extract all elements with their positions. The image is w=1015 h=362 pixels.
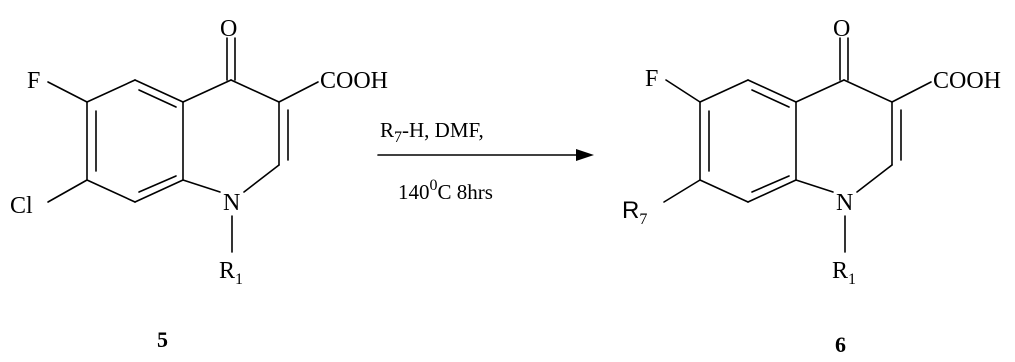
bond	[747, 179, 797, 203]
bond	[182, 79, 232, 103]
bond	[843, 79, 893, 103]
bond	[278, 81, 319, 103]
bond	[856, 164, 893, 193]
bond	[182, 179, 221, 193]
bond	[665, 79, 701, 103]
bond	[134, 179, 184, 203]
carboxylic-acid-label: COOH	[320, 68, 388, 94]
bond	[86, 79, 136, 103]
nitrogen-label: N	[223, 190, 240, 216]
bond	[86, 179, 136, 203]
reaction-reagents: R7-H, DMF,	[380, 118, 484, 146]
bond	[243, 164, 280, 193]
fluoro-label: F	[645, 66, 658, 92]
reaction-arrow	[377, 149, 594, 161]
fluoro-label: F	[27, 68, 40, 94]
c7-substituent-label: R7	[622, 197, 647, 228]
bond	[795, 179, 834, 193]
n-substituent-label: R1	[832, 258, 856, 288]
bond	[47, 81, 88, 103]
oxo-label: O	[833, 16, 850, 42]
bond	[751, 175, 790, 193]
bond	[663, 179, 701, 203]
nitrogen-label: N	[836, 190, 853, 216]
compound-6-structure	[663, 37, 932, 253]
bond	[795, 79, 845, 103]
bond	[134, 79, 184, 103]
carboxylic-acid-label: COOH	[933, 68, 1001, 94]
compound-5-label: 5	[157, 327, 168, 352]
oxo-label: O	[220, 16, 237, 42]
bond	[138, 175, 177, 193]
bond	[699, 179, 749, 203]
bond	[891, 81, 932, 103]
reaction-conditions: 1400C 8hrs	[398, 177, 493, 204]
bond	[230, 79, 280, 103]
compound-6-label: 6	[835, 332, 846, 357]
bond	[747, 79, 797, 103]
bond	[699, 79, 749, 103]
n-substituent-label: R1	[219, 258, 243, 288]
bond	[751, 89, 790, 108]
compound-5-structure	[47, 37, 319, 253]
bond	[138, 89, 177, 108]
bond	[47, 179, 88, 203]
chloro-label: Cl	[10, 193, 33, 219]
